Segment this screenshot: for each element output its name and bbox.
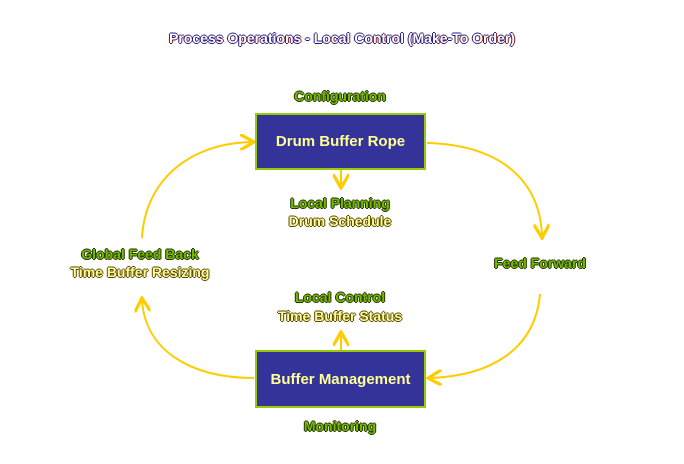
monitoring-caption: Monitoring [303,418,377,434]
feed-forward-title: Feed Forward [494,255,586,271]
drum-buffer-rope-node: Drum Buffer Rope [255,113,426,170]
local-control-subtitle: Time Buffer Status [277,308,403,324]
buffer-management-node: Buffer Management [255,350,426,408]
arrow-buffer-to-global-feedback [142,300,255,379]
buffer-management-label: Buffer Management [270,370,411,388]
local-control-title: Local Control [294,289,386,305]
arrow-global-feedback-to-drum [141,142,252,239]
global-feedback-title: Global Feed Back [81,246,199,262]
arrow-drum-to-feed-forward [426,142,542,236]
diagram-title: Process Operations - Local Control (Make… [169,30,515,46]
arrow-feed-forward-to-buffer [430,293,541,378]
global-feedback-subtitle: Time Buffer Resizing [70,264,210,280]
local-planning-title: Local Planning [290,195,390,211]
configuration-caption: Configuration [294,88,386,104]
drum-buffer-rope-label: Drum Buffer Rope [275,133,406,150]
local-planning-subtitle: Drum Schedule [288,213,392,229]
